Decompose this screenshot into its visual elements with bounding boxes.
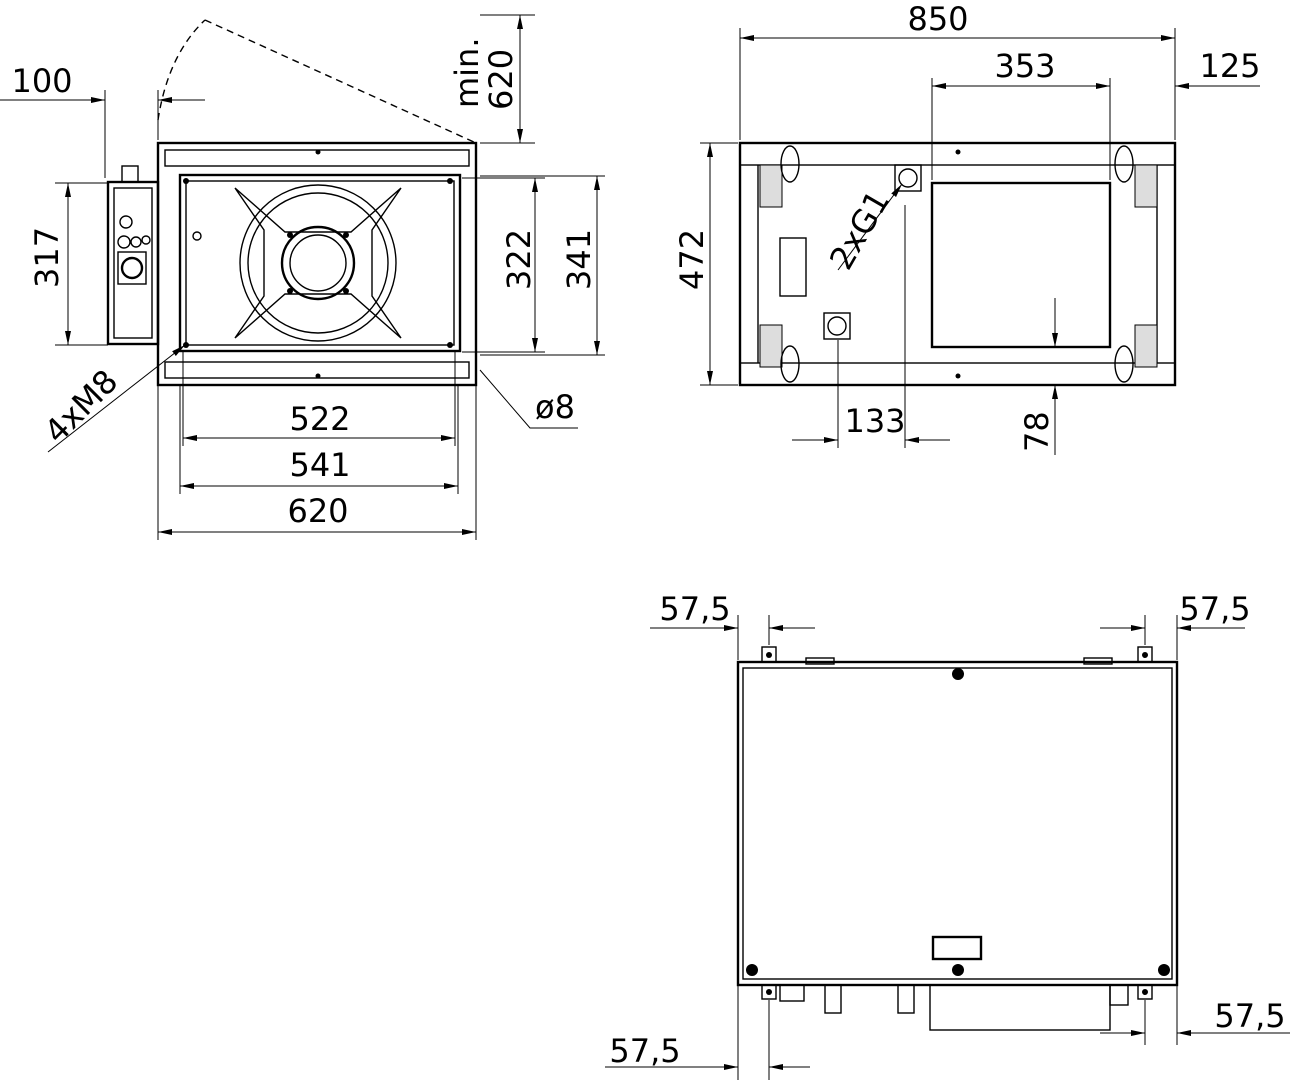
dim-box-height: 317 — [28, 227, 66, 288]
dim-panel-offset: 78 — [1018, 411, 1056, 452]
main-switch-icon — [120, 256, 144, 280]
dim-side-clearance: 100 — [11, 62, 72, 100]
dim-flange-width: 541 — [289, 446, 350, 484]
dim-connection-offset: 133 — [844, 402, 905, 440]
bottom-view: 57,5 57,5 57,5 57,5 — [605, 590, 1290, 1080]
dim-bottom-left: 57,5 — [609, 1032, 680, 1070]
dim-lid-opening-label: min. — [448, 37, 486, 108]
fan-icon — [234, 184, 402, 342]
control-panel — [930, 181, 1112, 349]
electrical-box — [106, 165, 160, 346]
dim-inner-width: 522 — [289, 400, 350, 438]
top-view: 850 353 125 472 2xG1 133 78 — [673, 0, 1261, 455]
dim-right-offset: 125 — [1199, 47, 1260, 85]
dim-overall-length: 850 — [907, 0, 968, 38]
dim-bottom-right: 57,5 — [1214, 997, 1285, 1035]
dim-inner-height: 322 — [500, 229, 538, 290]
dim-top-left: 57,5 — [659, 590, 730, 628]
lid-swing-arc — [157, 19, 206, 121]
front-flange — [178, 173, 462, 353]
dim-overall-width: 620 — [287, 492, 348, 530]
dim-lid-opening-value: 620 — [482, 49, 520, 110]
callout-hole: ø8 — [535, 388, 575, 426]
connection-g1 — [894, 164, 922, 192]
front-view: 100 min. 620 317 322 341 522 541 — [0, 14, 605, 540]
callout-connections: 2xG1 — [822, 184, 897, 276]
callout-threads: 4xM8 — [37, 362, 126, 451]
dim-top-right: 57,5 — [1179, 590, 1250, 628]
dim-panel-width: 353 — [994, 47, 1055, 85]
handle — [931, 935, 983, 961]
front-outer-frame — [156, 141, 478, 387]
dim-overall-depth: 472 — [673, 229, 711, 290]
dim-flange-height: 341 — [560, 229, 598, 290]
